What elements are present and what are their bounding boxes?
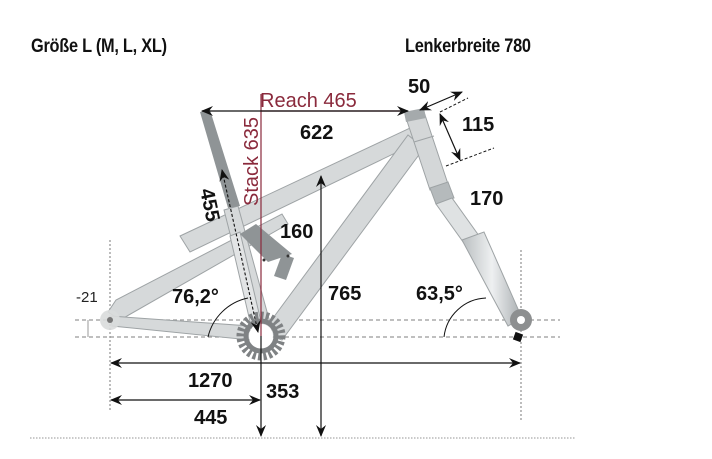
wheelbase-label: 1270 bbox=[188, 370, 233, 392]
reach-label: Reach 465 bbox=[260, 90, 357, 112]
handlebar-width-title: Lenkerbreite 780 bbox=[405, 36, 531, 57]
head-tube-arrow bbox=[439, 113, 461, 161]
top-tube-label: 622 bbox=[300, 122, 333, 144]
shock bbox=[274, 254, 294, 280]
stem-arrow bbox=[419, 91, 463, 111]
headset-top bbox=[404, 108, 426, 122]
head-tube-label: 115 bbox=[462, 114, 494, 136]
standover-label: 765 bbox=[328, 283, 361, 305]
seat-angle-label: 76,2° bbox=[172, 286, 219, 308]
bb-height-label: 353 bbox=[266, 381, 299, 403]
size-title: Größe L (M, L, XL) bbox=[31, 36, 167, 57]
seat-tube-arrow bbox=[219, 169, 261, 333]
head-angle-label: 63,5° bbox=[416, 283, 463, 305]
head-angle-arc bbox=[443, 297, 487, 338]
bb-drop-label: -21 bbox=[76, 289, 98, 306]
seat-angle-arc bbox=[207, 297, 249, 338]
stack-label: Stack 635 bbox=[241, 117, 263, 206]
fork-crown bbox=[429, 181, 455, 205]
shock-travel-label: 160 bbox=[280, 221, 313, 243]
front-dropout bbox=[512, 331, 524, 343]
fork-length-label: 170 bbox=[470, 188, 503, 210]
chainstay-label: 445 bbox=[194, 407, 227, 429]
fork-lower bbox=[461, 231, 523, 327]
seat-tube-label: 455 bbox=[195, 186, 223, 223]
stem-label: 50 bbox=[408, 76, 430, 98]
